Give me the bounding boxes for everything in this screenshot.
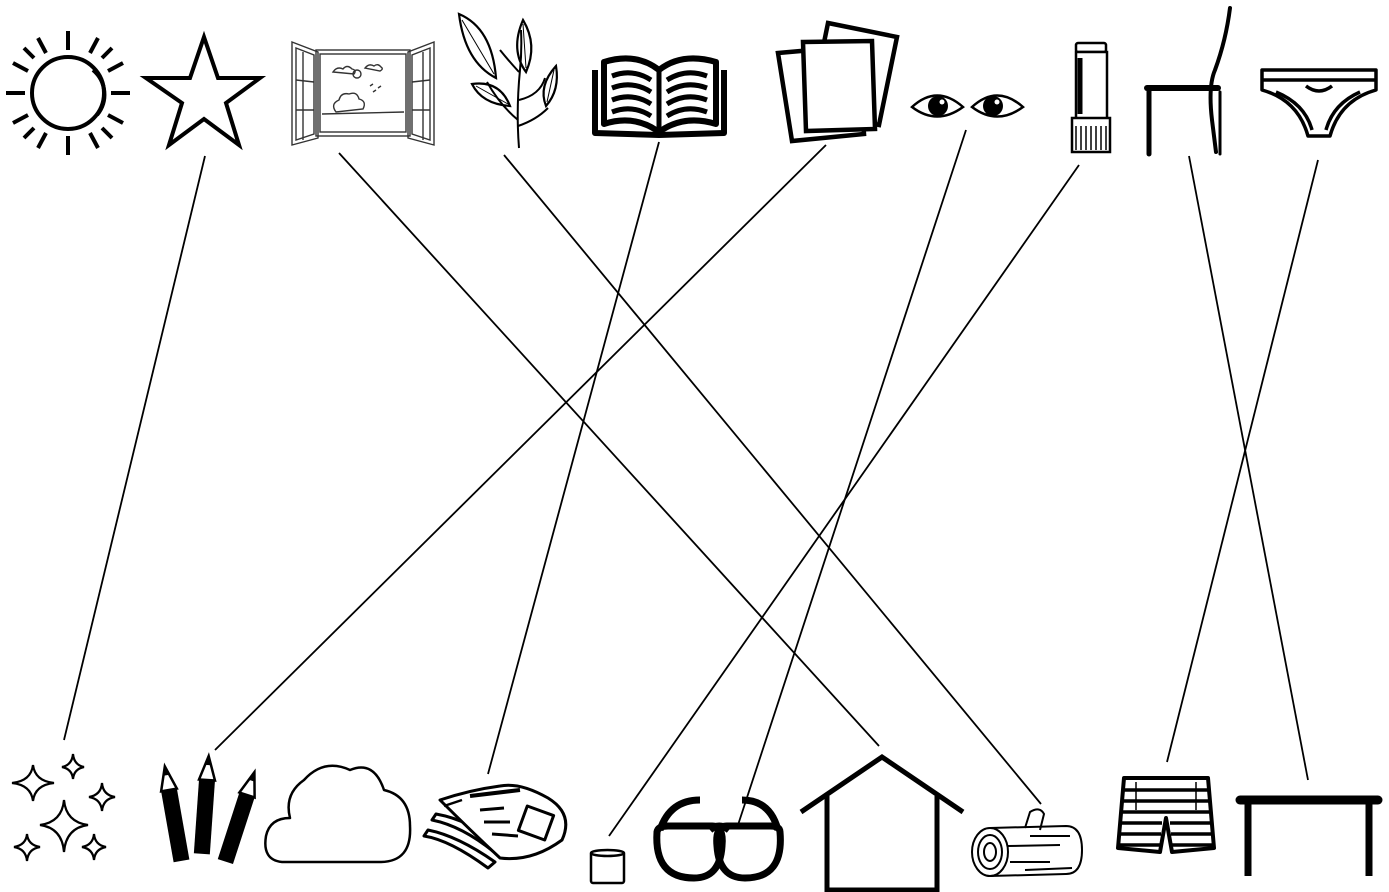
open-book-icon [595, 58, 724, 135]
connection-chair-table [1189, 156, 1308, 780]
connection-book-newspaper [488, 142, 659, 774]
underwear-icon [1262, 70, 1376, 136]
wood-log-icon [972, 809, 1082, 876]
shorts-icon [1118, 778, 1214, 852]
star-icon [146, 37, 260, 145]
glue-stick-icon [1072, 43, 1110, 152]
house-icon [801, 757, 963, 890]
glue-cap-icon [591, 850, 624, 883]
newspaper-icon [424, 785, 566, 868]
sparkles-icon [12, 754, 115, 861]
glasses-icon [657, 800, 781, 878]
pencils-icon [157, 756, 262, 865]
chair-icon [1147, 8, 1230, 154]
window-icon [292, 42, 434, 145]
eyes-icon [912, 96, 1023, 117]
connection-underwear-shorts [1167, 160, 1318, 762]
connection-leaves-log [504, 155, 1041, 804]
leafy-branch-icon [459, 14, 557, 148]
table-icon [1240, 800, 1378, 876]
connection-glue-cap [609, 165, 1079, 836]
sun-icon [6, 31, 130, 155]
connection-papers-pencils [215, 145, 826, 750]
cloud-icon [265, 766, 410, 862]
connection-window-house [339, 153, 879, 746]
connection-star-sparkles [64, 156, 205, 740]
connection-lines [64, 130, 1318, 836]
paper-sheets-icon [778, 23, 897, 141]
